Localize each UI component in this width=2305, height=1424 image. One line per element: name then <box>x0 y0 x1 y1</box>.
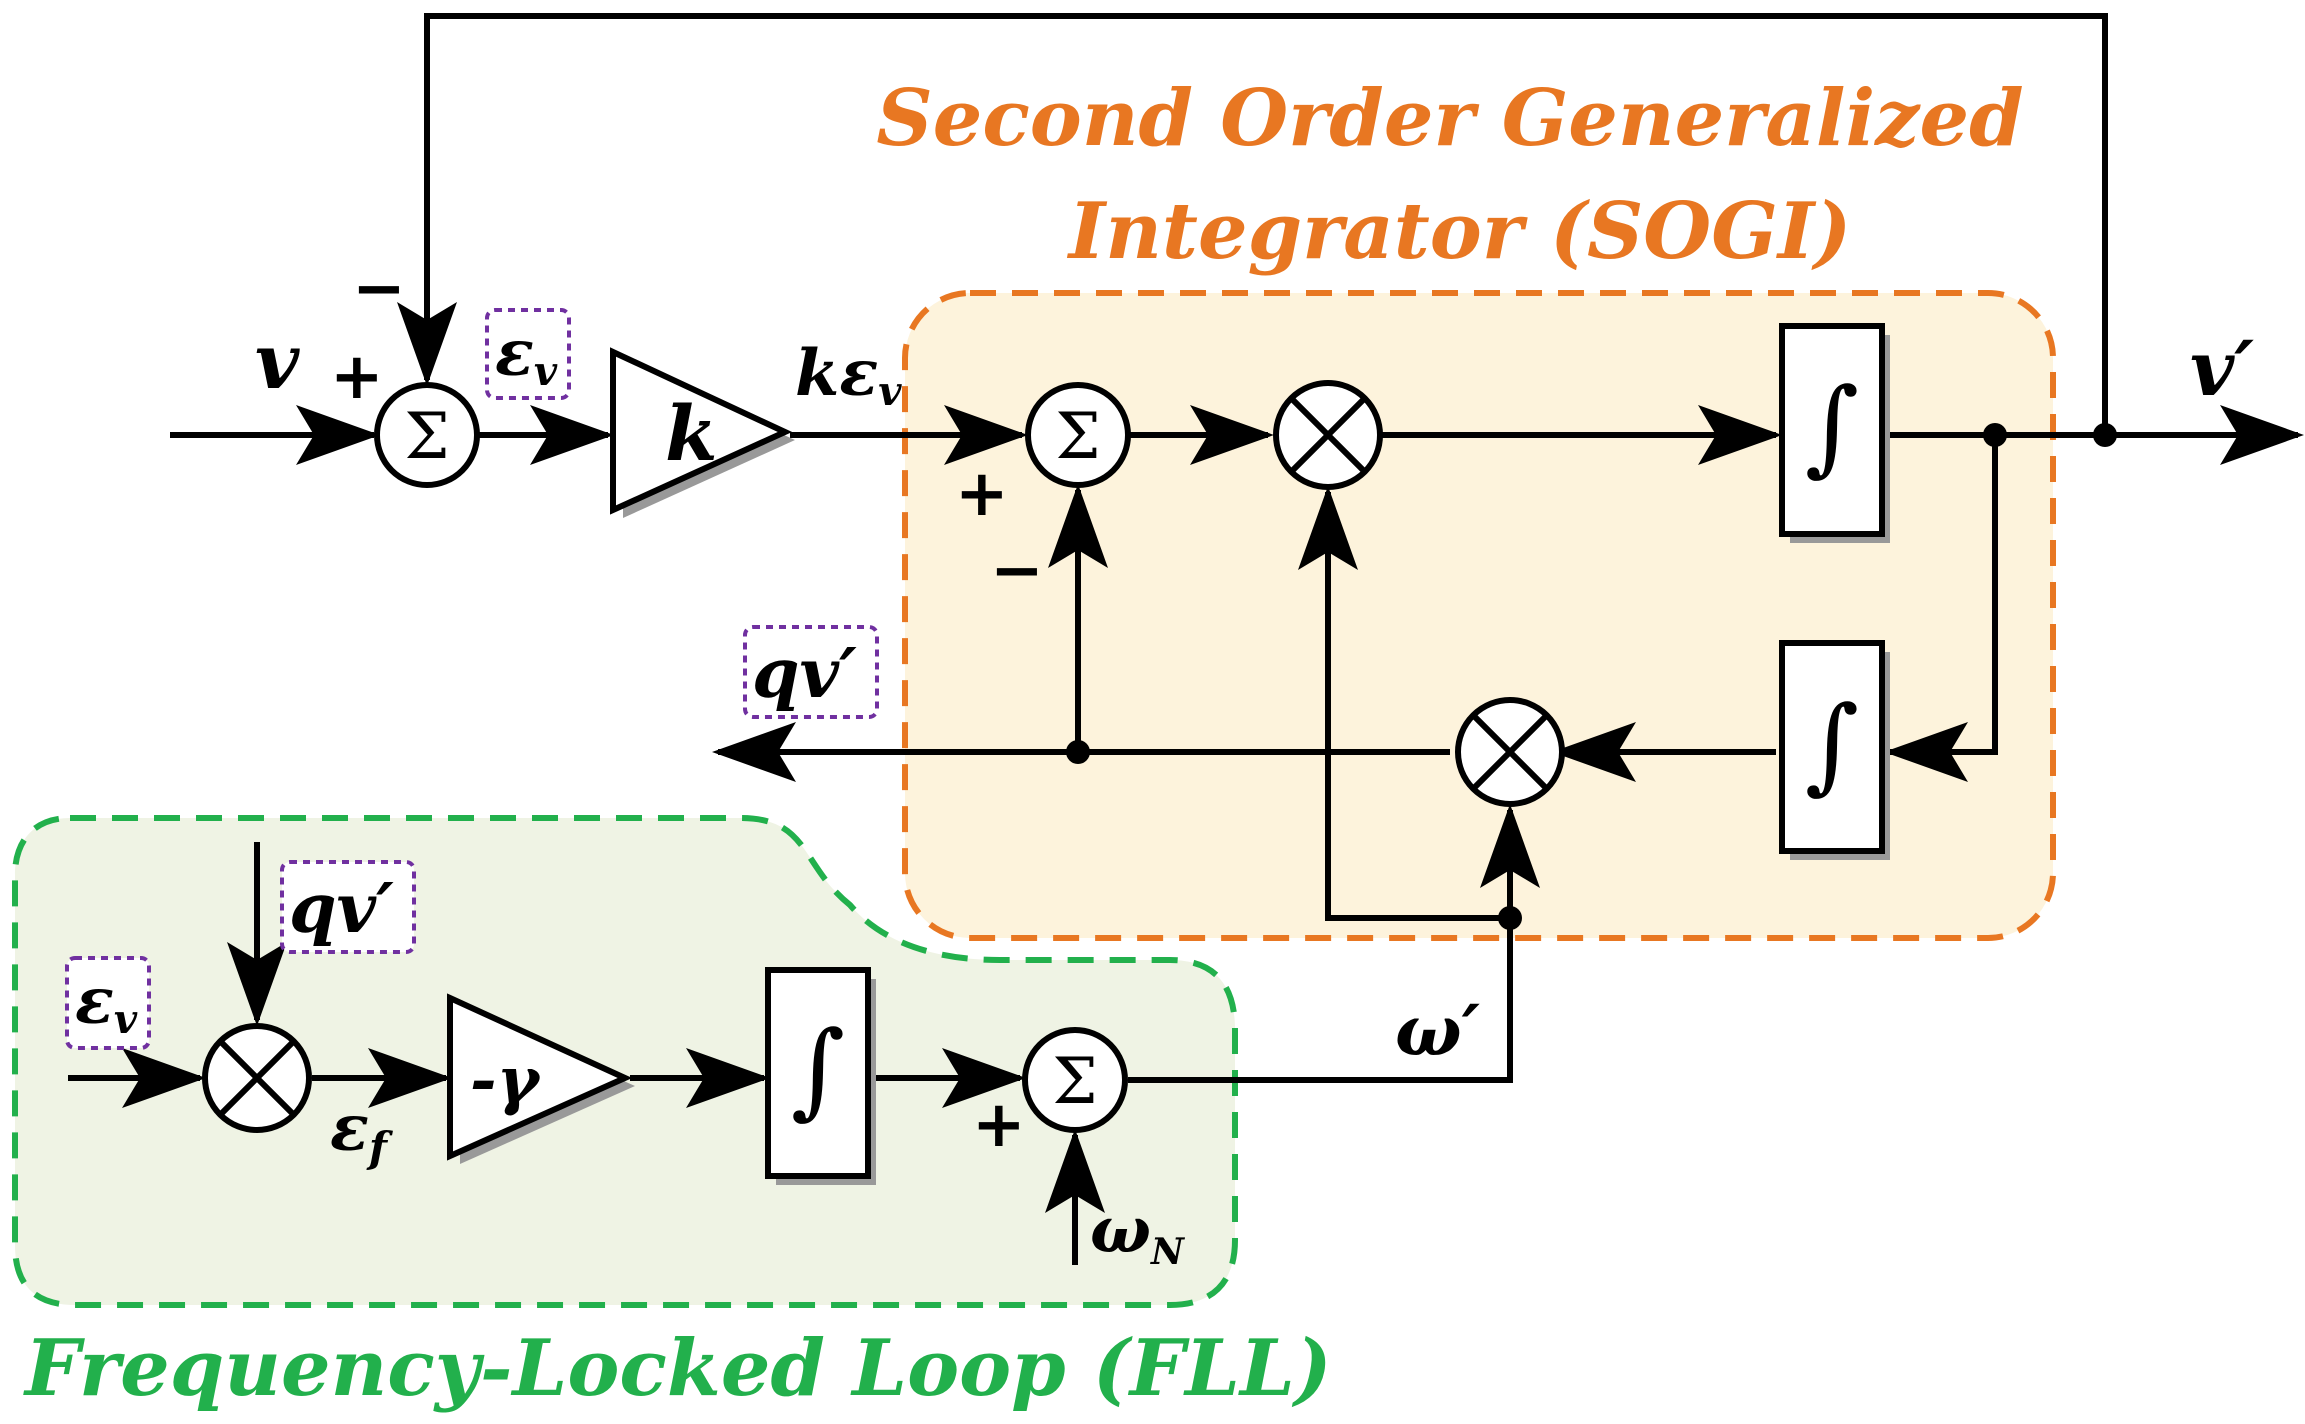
multiplier-block-2 <box>1455 697 1565 807</box>
integrator-symbol: ∫ <box>791 1008 845 1130</box>
integrator-block-2: ∫ <box>1779 640 1890 860</box>
sum-symbol: Σ <box>1052 1045 1097 1119</box>
junction-dot <box>1066 740 1090 764</box>
svg-text:qv′: qv′ <box>289 869 394 949</box>
svg-text:εv: εv <box>495 316 558 395</box>
label-error-ev-fll: εv <box>65 956 151 1050</box>
wire-feedback-v-prime <box>397 13 2108 435</box>
label-k-error: kεv <box>795 336 902 415</box>
label-omega-prime: ω′ <box>1395 989 1481 1072</box>
junction-dot <box>1983 423 2007 447</box>
integrator-symbol: ∫ <box>1805 683 1859 805</box>
label-output-v-prime: v′ <box>2190 324 2254 413</box>
multiplier-block-fll <box>202 1023 312 1133</box>
label-qv-prime-out: qv′ <box>743 625 879 719</box>
summation-block-sogi: Σ <box>1025 382 1131 488</box>
svg-text:εv: εv <box>75 964 138 1043</box>
label-input-v: v <box>255 317 300 406</box>
multiplier-block-1 <box>1273 380 1383 490</box>
fll-title: Frequency-Locked Loop (FLL) <box>23 1323 1332 1414</box>
gain-block-gamma: -γ <box>447 993 635 1164</box>
sogi-title-line2: Integrator (SOGI) <box>1067 186 1852 277</box>
signal-wires <box>68 13 2304 1265</box>
svg-text:qv′: qv′ <box>752 634 857 714</box>
sogi-title-line1: Second Order Generalized <box>876 73 2023 164</box>
sum-symbol: Σ <box>404 400 449 474</box>
gain-gamma-label: -γ <box>470 1043 542 1118</box>
plus-sign: + <box>972 1088 1026 1162</box>
summation-block-input: Σ <box>374 382 480 488</box>
summation-circle-icon <box>374 382 480 488</box>
integrator-block-1: ∫ <box>1779 323 1890 543</box>
wire-omega-to-mult1 <box>1298 486 1510 921</box>
plus-sign: + <box>330 340 384 414</box>
sum-symbol: Σ <box>1055 400 1100 474</box>
plus-sign: + <box>955 457 1009 531</box>
integrator-block-fll: ∫ <box>765 967 876 1185</box>
junction-dots <box>1066 423 2117 930</box>
label-omega-n: ωN <box>1090 1193 1186 1273</box>
summation-block-fll: Σ <box>1022 1027 1128 1133</box>
label-qv-prime-fll: qv′ <box>280 860 416 954</box>
wire-to-int2 <box>1884 435 1998 782</box>
label-error-ev-top: εv <box>485 308 571 400</box>
gain-block-k: k <box>610 347 795 518</box>
minus-sign: − <box>990 534 1044 608</box>
minus-sign: − <box>352 252 406 326</box>
summation-circle-icon <box>1022 1027 1128 1133</box>
gain-k-label: k <box>665 389 718 478</box>
junction-dot <box>1498 906 1522 930</box>
summation-circle-icon <box>1025 382 1131 488</box>
junction-dot <box>2093 423 2117 447</box>
integrator-symbol: ∫ <box>1805 365 1859 487</box>
